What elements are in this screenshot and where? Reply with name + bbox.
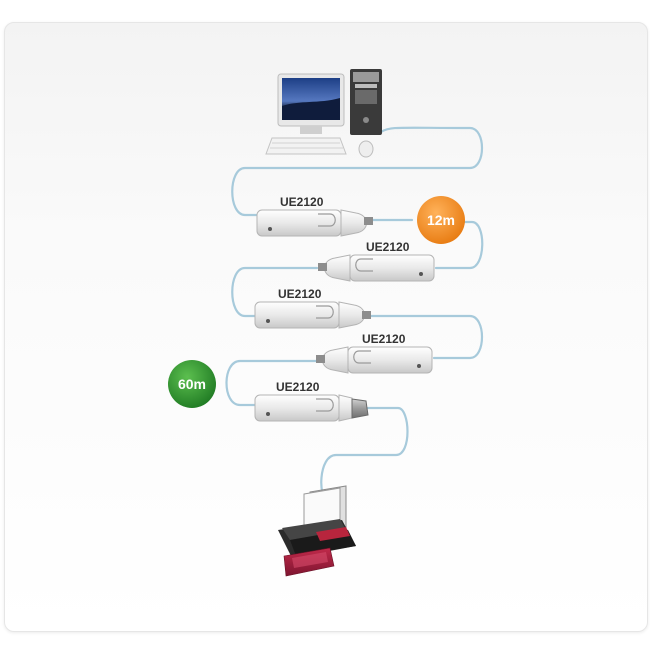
printer-icon [278, 485, 356, 577]
extender-unit-4: UE2120 [316, 332, 433, 374]
total-length-badge: 60m [168, 360, 216, 408]
extender-unit-1: UE2120 [256, 195, 373, 237]
device-label: UE2120 [366, 240, 410, 254]
computer-icon [265, 69, 382, 158]
badge-text-12m: 12m [427, 212, 455, 228]
extender-unit-3: UE2120 [254, 287, 371, 329]
extender-unit-2: UE2120 [318, 240, 435, 282]
extender-unit-5: UE2120 [254, 380, 369, 422]
device-label: UE2120 [278, 287, 322, 301]
badge-text-60m: 60m [178, 376, 206, 392]
device-label: UE2120 [276, 380, 320, 394]
cable [225, 126, 484, 502]
device-label: UE2120 [362, 332, 406, 346]
device-label: UE2120 [280, 195, 324, 209]
segment-length-badge: 12m [417, 196, 465, 244]
